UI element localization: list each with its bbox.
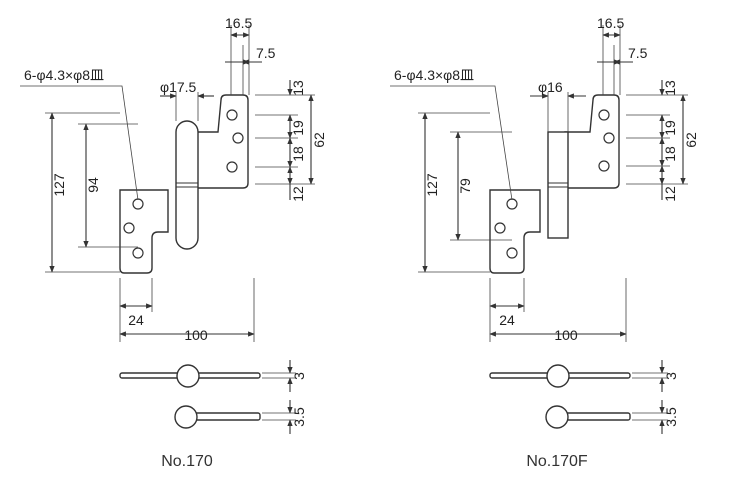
dim-18: 18 xyxy=(290,146,306,162)
dim-12: 12 xyxy=(290,186,306,202)
hinge-170f-front-view xyxy=(489,94,620,274)
hinge-170f-side-views xyxy=(489,360,668,434)
dim-24: 24 xyxy=(128,312,144,328)
dim-79: 79 xyxy=(457,178,473,194)
dim-13: 13 xyxy=(290,80,306,96)
dim-19: 19 xyxy=(662,120,678,136)
dim-3-5: 3.5 xyxy=(663,407,679,427)
dim-62: 62 xyxy=(311,132,327,148)
dim-100: 100 xyxy=(184,327,208,343)
dim-100: 100 xyxy=(554,327,578,343)
dim-18: 18 xyxy=(662,146,678,162)
hinge-170-front-view xyxy=(119,94,249,274)
dim-12: 12 xyxy=(662,186,678,202)
pin-diameter-label: φ17.5 xyxy=(160,79,197,95)
dim-94: 94 xyxy=(85,177,101,193)
dim-127: 127 xyxy=(424,173,440,197)
caption-no-170: No.170 xyxy=(161,453,213,470)
dim-62: 62 xyxy=(683,132,699,148)
hinge-170-dimensions xyxy=(20,25,315,342)
dim-13: 13 xyxy=(662,80,678,96)
hinge-170f-dimensions xyxy=(390,25,688,342)
dim-127: 127 xyxy=(51,173,67,197)
dim-3-5: 3.5 xyxy=(291,407,307,427)
dim-3: 3 xyxy=(663,372,679,380)
dim-3: 3 xyxy=(291,372,307,380)
hole-note: 6-φ4.3×φ8皿 xyxy=(24,67,104,83)
dim-16-5: 16.5 xyxy=(225,15,252,31)
dim-19: 19 xyxy=(290,120,306,136)
caption-no-170f: No.170F xyxy=(526,453,588,470)
dim-16-5: 16.5 xyxy=(597,15,624,31)
pin-diameter-label: φ16 xyxy=(538,79,563,95)
hinge-170-side-views xyxy=(119,360,296,434)
dim-24: 24 xyxy=(499,312,515,328)
dim-7-5: 7.5 xyxy=(256,45,276,61)
dim-7-5: 7.5 xyxy=(628,45,648,61)
hole-note: 6-φ4.3×φ8皿 xyxy=(394,67,474,83)
